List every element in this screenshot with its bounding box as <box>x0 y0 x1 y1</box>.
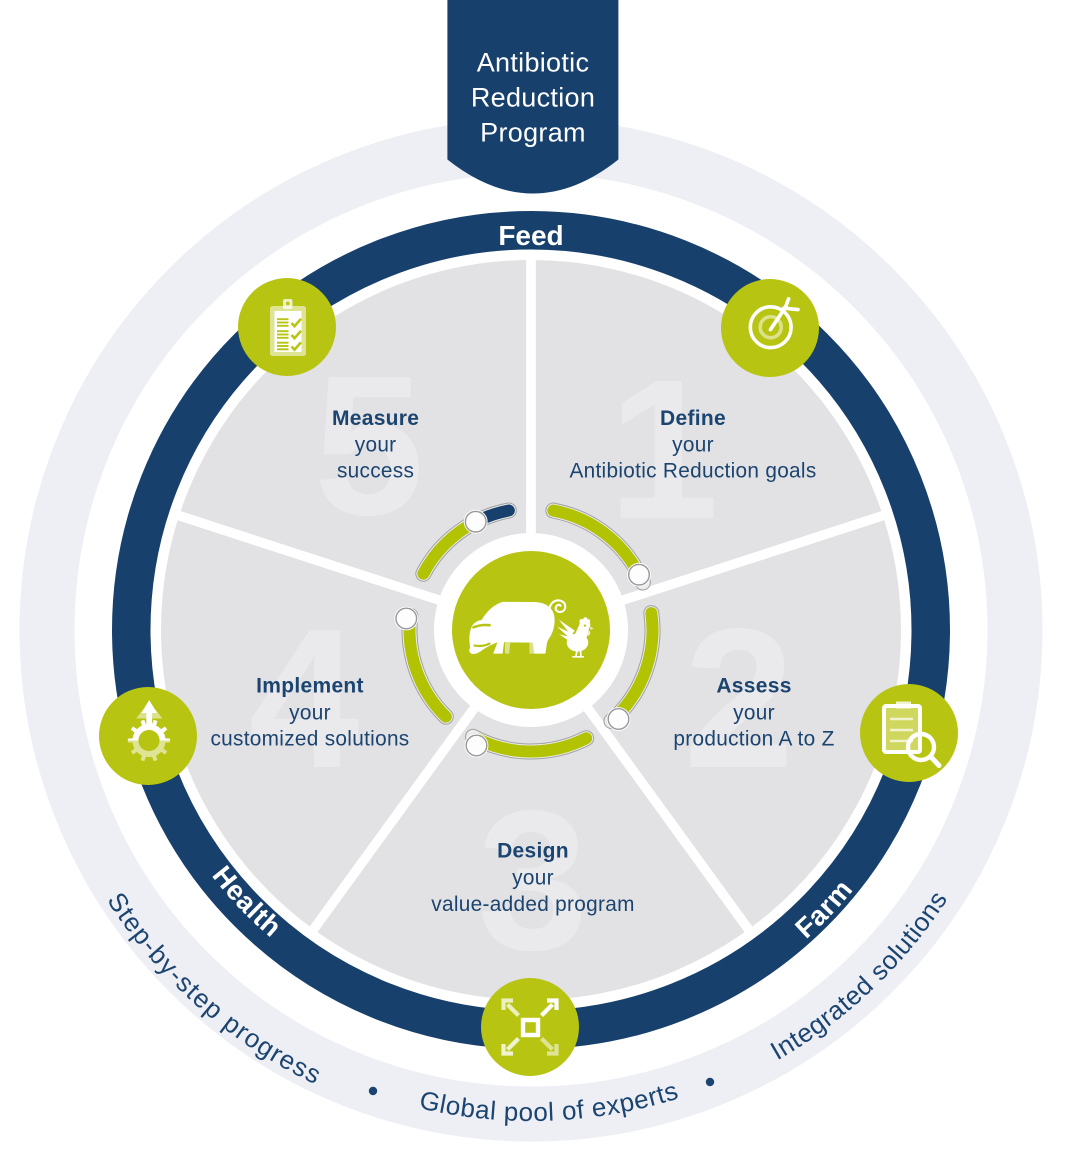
svg-text:your: your <box>672 433 714 456</box>
svg-text:Design: Design <box>497 840 569 863</box>
svg-text:Reduction: Reduction <box>471 83 595 113</box>
svg-text:3: 3 <box>478 770 589 992</box>
svg-text:your: your <box>355 433 397 456</box>
svg-text:2: 2 <box>684 588 795 810</box>
svg-text:Measure: Measure <box>332 407 419 430</box>
svg-text:your: your <box>733 702 775 725</box>
svg-text:Assess: Assess <box>716 675 791 698</box>
svg-text:success: success <box>337 460 414 483</box>
svg-text:customized solutions: customized solutions <box>210 728 409 751</box>
svg-text:Antibiotic: Antibiotic <box>477 48 590 78</box>
svg-text:Program: Program <box>480 118 586 148</box>
svg-text:Implement: Implement <box>256 675 364 698</box>
svg-text:your: your <box>289 702 331 725</box>
svg-text:4: 4 <box>249 588 360 810</box>
svg-text:production A to Z: production A to Z <box>673 728 834 751</box>
svg-text:Define: Define <box>660 407 726 430</box>
svg-text:value-added program: value-added program <box>431 893 634 916</box>
svg-text:Feed: Feed <box>498 220 563 251</box>
svg-text:Antibiotic Reduction goals: Antibiotic Reduction goals <box>569 460 816 483</box>
svg-text:1: 1 <box>608 339 719 561</box>
svg-text:5: 5 <box>314 335 425 557</box>
svg-text:your: your <box>512 866 554 889</box>
